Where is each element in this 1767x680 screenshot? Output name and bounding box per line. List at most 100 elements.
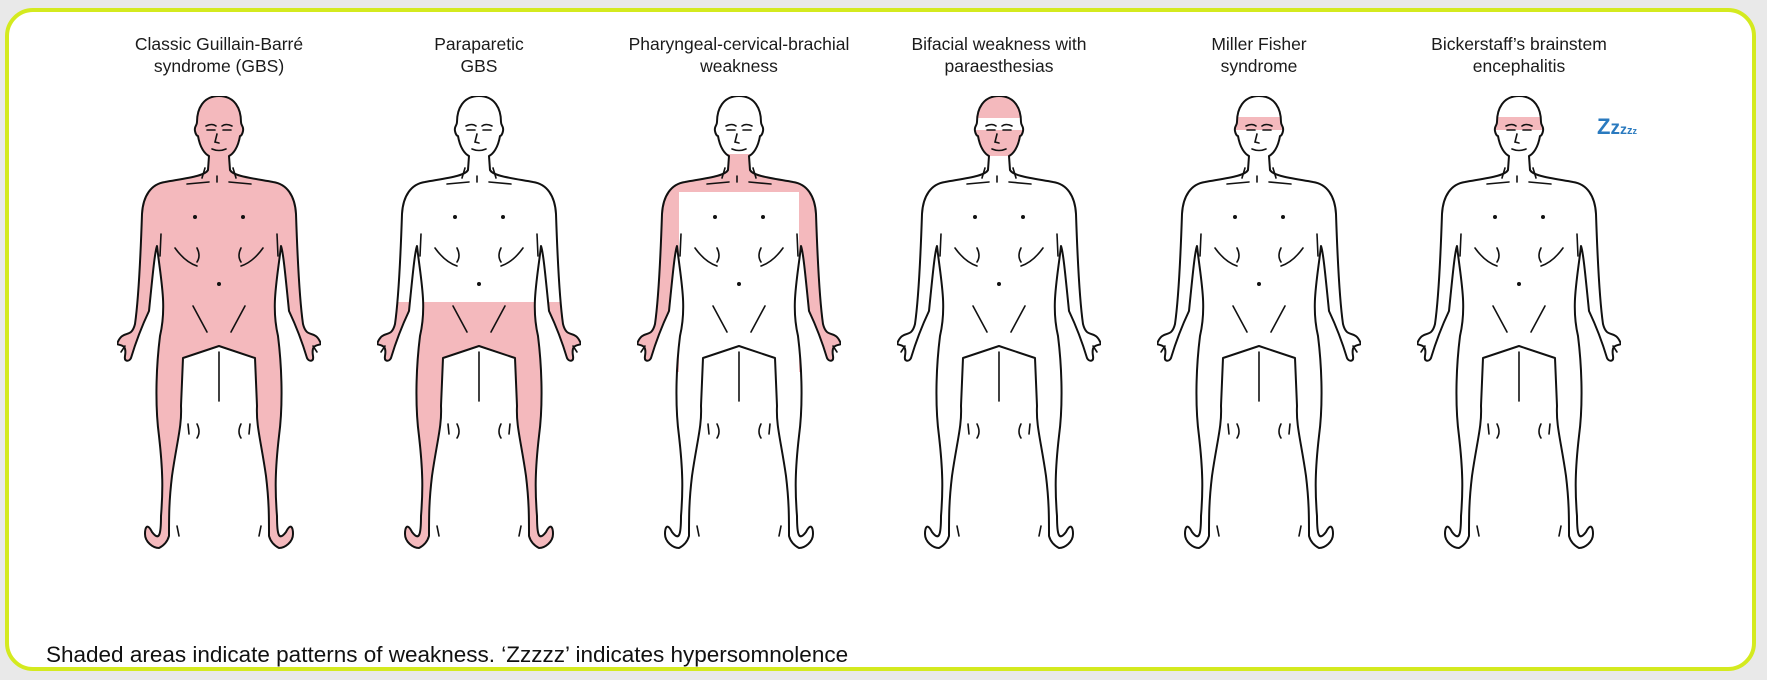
body-detail-line <box>1559 526 1561 536</box>
panel-title: Bifacial weakness with paraesthesias <box>879 33 1119 77</box>
body-figure <box>1157 96 1361 616</box>
body-fill <box>1157 96 1361 548</box>
shade-eye-band <box>1223 117 1295 130</box>
body-detail-line <box>708 424 709 434</box>
body-detail-line <box>957 526 959 536</box>
weakness-shading <box>1483 117 1555 130</box>
body-dot <box>1257 282 1261 286</box>
body-detail-line <box>197 424 199 438</box>
body-dot <box>501 215 505 219</box>
body-detail-line <box>968 424 969 434</box>
body-detail-line <box>239 424 241 438</box>
title-line: Bifacial weakness with <box>879 33 1119 55</box>
hypersomnolence-zzz: Zzzzz <box>1597 114 1637 140</box>
body-detail-line <box>188 424 189 434</box>
body-outline-svg <box>637 96 841 616</box>
body-detail-line <box>1237 424 1239 438</box>
body-detail-line <box>769 424 770 434</box>
body-dot <box>1233 215 1237 219</box>
panel-classic-gbs: Classic Guillain-Barré syndrome (GBS) <box>99 12 339 632</box>
title-line: syndrome (GBS) <box>99 55 339 77</box>
body-detail-line <box>680 234 681 256</box>
shade-neck-shoulders <box>637 154 841 192</box>
body-detail-line <box>1029 424 1030 434</box>
title-line: paraesthesias <box>879 55 1119 77</box>
body-outline-svg <box>897 96 1101 616</box>
body-detail-line <box>509 424 510 434</box>
body-detail-line <box>1057 234 1058 256</box>
body-detail-line <box>1019 424 1021 438</box>
panel-title: Classic Guillain-Barré syndrome (GBS) <box>99 33 339 77</box>
body-detail-line <box>1477 526 1479 536</box>
body-dot <box>453 215 457 219</box>
shade-eye-band <box>1483 117 1555 130</box>
zzz-letter: z <box>1610 118 1620 140</box>
panel-title: Bickerstaff’s brainstem encephalitis <box>1399 33 1639 77</box>
body-detail-line <box>160 234 161 256</box>
body-detail-line <box>420 234 421 256</box>
body-outline-svg <box>377 96 581 616</box>
title-line: Pharyngeal-cervical-brachial <box>619 33 859 55</box>
body-detail-line <box>1217 526 1219 536</box>
body-detail-line <box>759 424 761 438</box>
body-dot <box>217 282 221 286</box>
panel-miller-fisher: Miller Fisher syndrome <box>1139 12 1379 632</box>
weakness-shading <box>377 302 581 562</box>
body-detail-line <box>977 424 979 438</box>
body-dot <box>737 282 741 286</box>
body-dot <box>1021 215 1025 219</box>
title-line: weakness <box>619 55 859 77</box>
body-outline-svg <box>1417 96 1621 616</box>
panel-bickerstaff: Bickerstaff’s brainstem encephalitis Zzz… <box>1399 12 1639 632</box>
body-dot <box>1281 215 1285 219</box>
title-line: encephalitis <box>1399 55 1639 77</box>
body-figure <box>377 96 581 616</box>
body-detail-line <box>1279 424 1281 438</box>
title-line: Miller Fisher <box>1139 33 1379 55</box>
body-dot <box>1541 215 1545 219</box>
body-figure <box>637 96 841 616</box>
shade-whole-body <box>117 96 321 556</box>
body-detail-line <box>437 526 439 536</box>
title-line: syndrome <box>1139 55 1379 77</box>
body-detail-line <box>537 234 538 256</box>
body-dot <box>973 215 977 219</box>
body-dot <box>761 215 765 219</box>
body-detail-line <box>177 526 179 536</box>
panel-pcb-weakness: Pharyngeal-cervical-brachial weakness <box>619 12 859 632</box>
title-line: GBS <box>359 55 599 77</box>
body-detail-line <box>697 526 699 536</box>
body-dot <box>241 215 245 219</box>
shade-legs <box>377 302 581 562</box>
diagram-frame: Classic Guillain-Barré syndrome (GBS) Pa… <box>5 8 1756 671</box>
body-figure <box>1417 96 1621 616</box>
body-dot <box>997 282 1001 286</box>
title-line: Bickerstaff’s brainstem <box>1399 33 1639 55</box>
body-dot <box>193 215 197 219</box>
body-dot <box>477 282 481 286</box>
zzz-letter: z <box>1632 126 1637 136</box>
body-dot <box>1493 215 1497 219</box>
body-detail-line <box>448 424 449 434</box>
zzz-letter: Z <box>1597 114 1610 140</box>
body-detail-line <box>499 424 501 438</box>
body-detail-line <box>1299 526 1301 536</box>
panel-title: Pharyngeal-cervical-brachial weakness <box>619 33 859 77</box>
body-outline-svg <box>1157 96 1361 616</box>
body-fill <box>897 96 1101 548</box>
panel-title: Paraparetic GBS <box>359 33 599 77</box>
body-detail-line <box>1497 424 1499 438</box>
body-dot <box>1517 282 1521 286</box>
body-detail-line <box>1539 424 1541 438</box>
panel-bifacial: Bifacial weakness with paraesthesias <box>879 12 1119 632</box>
body-detail-line <box>1228 424 1229 434</box>
body-figure <box>897 96 1101 616</box>
body-detail-line <box>1039 526 1041 536</box>
body-detail-line <box>1317 234 1318 256</box>
body-detail-line <box>1549 424 1550 434</box>
caption: Shaded areas indicate patterns of weakne… <box>46 642 848 668</box>
body-detail-line <box>717 424 719 438</box>
weakness-shading <box>117 96 321 556</box>
panel-title: Miller Fisher syndrome <box>1139 33 1379 77</box>
zzz-letter: z <box>1620 121 1627 137</box>
